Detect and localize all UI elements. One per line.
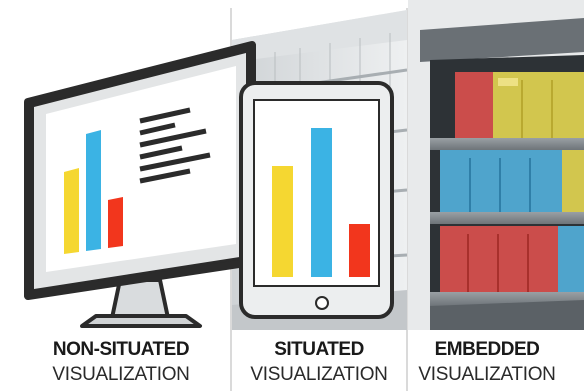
- tablet-bar-blue: [311, 128, 332, 277]
- monitor-bar-red: [108, 197, 123, 248]
- tablet-bar-red: [349, 224, 370, 277]
- overlay-blue-row2: [440, 150, 562, 212]
- tablet-home-button: [315, 296, 329, 310]
- monitor-text-lines: [139, 107, 211, 184]
- caption-non-situated-subtitle: VISUALIZATION: [52, 364, 190, 385]
- monitor-bar-blue: [86, 130, 101, 251]
- caption-non-situated-title: NON-SITUATED: [52, 339, 190, 360]
- caption-non-situated: NON-SITUATED VISUALIZATION: [31, 340, 211, 384]
- tablet-icon: [239, 81, 394, 319]
- overlay-blue-row3: [558, 226, 584, 292]
- overlay-yellow-row2: [562, 150, 584, 212]
- caption-situated: SITUATED VISUALIZATION: [229, 340, 409, 384]
- overlay-red-row1: [455, 72, 493, 138]
- store-shelf-background: [408, 0, 584, 330]
- monitor-bar-yellow: [64, 168, 79, 254]
- caption-situated-title: SITUATED: [274, 339, 364, 360]
- overlay-yellow-row1: [493, 72, 584, 138]
- caption-situated-subtitle: VISUALIZATION: [250, 364, 388, 385]
- overlay-red-row3: [440, 226, 558, 292]
- desktop-monitor-icon: [24, 41, 256, 328]
- caption-embedded-title: EMBEDDED: [434, 339, 540, 360]
- tablet-bar-yellow: [272, 166, 293, 277]
- caption-embedded: EMBEDDED VISUALIZATION: [397, 340, 577, 384]
- caption-embedded-subtitle: VISUALIZATION: [418, 364, 556, 385]
